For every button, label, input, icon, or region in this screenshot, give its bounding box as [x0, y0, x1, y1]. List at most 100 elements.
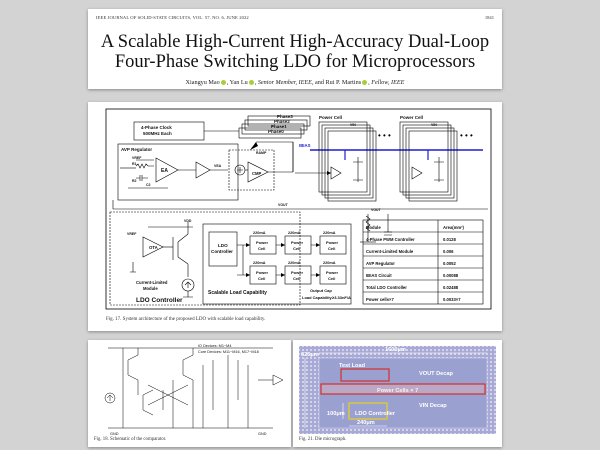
width-240-label: 240μm	[357, 420, 375, 426]
vref-label-2: VREF	[127, 232, 137, 236]
system-architecture-diagram: • • • • • • 4-Phase Clock 500MHz Each Ph…	[105, 108, 492, 310]
vin-decap-label: VIN Decap	[419, 403, 447, 409]
table-cell: Current-Limited Module	[366, 249, 414, 254]
ldo-controller-die-label: LDO Controller	[355, 411, 396, 417]
module-label: Module	[143, 286, 158, 291]
table-cell: IBIAS Circuit	[366, 273, 392, 278]
power-cell-label-1: Power Cell	[319, 115, 342, 120]
current-220-label: 220mA	[253, 231, 266, 235]
table-cell: Power cells×7	[366, 297, 394, 302]
table-cell: 0.006	[443, 249, 454, 254]
figure-18-caption: Fig. 18. Schematic of the comparator.	[94, 437, 167, 442]
orcid-icon	[220, 80, 226, 86]
table-cell: 4-Phase PWM Controller	[366, 237, 415, 242]
figure-17-panel: • • • • • • 4-Phase Clock 500MHz Each Ph…	[88, 102, 502, 331]
journal-header: IEEE JOURNAL OF SOLID-STATE CIRCUITS, VO…	[96, 15, 249, 20]
cell-power-text: Power	[256, 240, 268, 245]
table-cell: 0.0128	[443, 237, 456, 242]
vin-label-2: VIN	[431, 123, 437, 127]
ea-label: EA	[161, 168, 168, 174]
die-micrograph: 1600μm 625μm Test Load VOUT Decap Power …	[299, 346, 496, 434]
phase0-label: Phase0	[268, 129, 284, 134]
test-load-block	[340, 368, 390, 382]
current-220-label: 220mA	[288, 231, 301, 235]
author-2-note: Senior Member, IEEE	[257, 79, 312, 86]
scalable-label: Scalable Load Capability	[208, 290, 267, 296]
figure-18-panel: IO Devices: M1~M4 Core Devices: M11~M16,…	[88, 340, 291, 447]
gnd-label-2: GND	[258, 432, 267, 436]
author-1: Xiangyu Mao	[185, 79, 220, 86]
cell-cell-text: Cell	[258, 276, 265, 281]
figure-21-caption: Fig. 21. Die micrograph.	[299, 437, 347, 442]
power-cells-block	[320, 383, 486, 395]
orcid-icon	[362, 80, 368, 86]
output-cap-label: Output Cap	[310, 288, 332, 293]
author-3: and Rui P. Martins	[315, 79, 362, 86]
cell-power-text: Power	[291, 240, 303, 245]
cell-cell-text: Cell	[293, 276, 300, 281]
clock-label-2: 500MHz Each	[143, 131, 172, 136]
table-cell: 0.02488	[443, 285, 459, 290]
cell-cell-text: Cell	[328, 246, 335, 251]
current-220-label: 220mA	[253, 261, 266, 265]
clock-label-1: 4-Phase Clock	[141, 125, 172, 130]
phase3-label: Phase3	[277, 114, 293, 119]
width-1600-label: 1600μm	[385, 347, 406, 353]
test-load-label: Test Load	[339, 363, 366, 369]
gnd-label: GND	[110, 432, 119, 436]
device-note-2: Core Devices: M11~M16, M17~M18	[198, 350, 259, 354]
current-220-label: 220mA	[323, 231, 336, 235]
current-220-label: 220mA	[288, 261, 301, 265]
cell-power-text: Power	[256, 270, 268, 275]
vin-label-1: VIN	[350, 123, 356, 127]
ota-label: OTA	[149, 245, 158, 250]
cell-power-text: Power	[291, 270, 303, 275]
author-2: Yan Lu	[229, 79, 248, 86]
ramp-label: RAMP	[256, 151, 267, 155]
phase2-label: Phase2	[274, 119, 290, 124]
phase1-label: Phase1	[271, 124, 287, 129]
ldo-controller-title: LDO Controller	[136, 297, 183, 304]
table-cell: Total LDO Controller	[366, 285, 407, 290]
paper-title-line2: Four-Phase Switching LDO for Microproces…	[114, 52, 476, 72]
r1-label: R1	[132, 162, 137, 166]
ldo-controller-block	[348, 402, 388, 420]
figure-21-panel: 1600μm 625μm Test Load VOUT Decap Power …	[293, 340, 502, 447]
author-3-note: Fellow, IEEE	[371, 79, 405, 86]
height-625-label: 625μm	[301, 352, 319, 358]
area-table: Module Area(mm²) 4-Phase PWM Controller …	[366, 225, 465, 302]
table-cell: 0.0033×7	[443, 297, 461, 302]
orcid-icon	[248, 80, 254, 86]
vout-decap-label: VOUT Decap	[419, 371, 453, 377]
ellipsis-text: • • •	[378, 131, 391, 140]
ldo-box-label-1: LDO	[218, 243, 228, 248]
r2-label: R2	[132, 179, 137, 183]
cell-power-text: Power	[326, 270, 338, 275]
figure-17-caption: Fig. 17. System architecture of the prop…	[106, 317, 266, 322]
comparator-schematic: IO Devices: M1~M4 Core Devices: M11~M16,…	[104, 344, 284, 436]
ellipsis-text: • • •	[460, 131, 473, 140]
avp-regulator-label: AVP Regulator	[121, 147, 152, 152]
cell-cell-text: Cell	[258, 246, 265, 251]
cell-cell-text: Cell	[293, 246, 300, 251]
table-header-area: Area(mm²)	[443, 225, 465, 230]
page-number: 1841	[484, 15, 494, 20]
author-list: Xiangyu Mao, Yan Lu, Senior Member, IEEE…	[185, 79, 405, 86]
paper-title-panel: IEEE JOURNAL OF SOLID-STATE CIRCUITS, VO…	[88, 9, 502, 89]
height-100-label: 100μm	[327, 411, 345, 417]
load-capability-label: Load Capability	[302, 295, 333, 300]
cmp-label: CMP	[252, 171, 262, 176]
table-cell: AVP Regulator	[366, 261, 395, 266]
paper-title-line1: A Scalable High-Current High-Accuracy Du…	[100, 32, 490, 52]
cell-cell-text: Cell	[328, 276, 335, 281]
vea-label: VEA	[214, 164, 222, 168]
table-cell: 0.0052	[443, 261, 456, 266]
table-cell: 0.00088	[443, 273, 459, 278]
ibias-label: IBIAS	[299, 143, 311, 148]
load-capability-value: ≥3.33nF/A	[332, 295, 351, 300]
current-limited-label: Current-Limited	[136, 280, 168, 285]
vout-label-right: VOUT	[371, 208, 382, 212]
c2-label: C2	[146, 183, 151, 187]
table-header-module: Module	[366, 225, 381, 230]
ldo-box-label-2: Controller	[211, 249, 233, 254]
